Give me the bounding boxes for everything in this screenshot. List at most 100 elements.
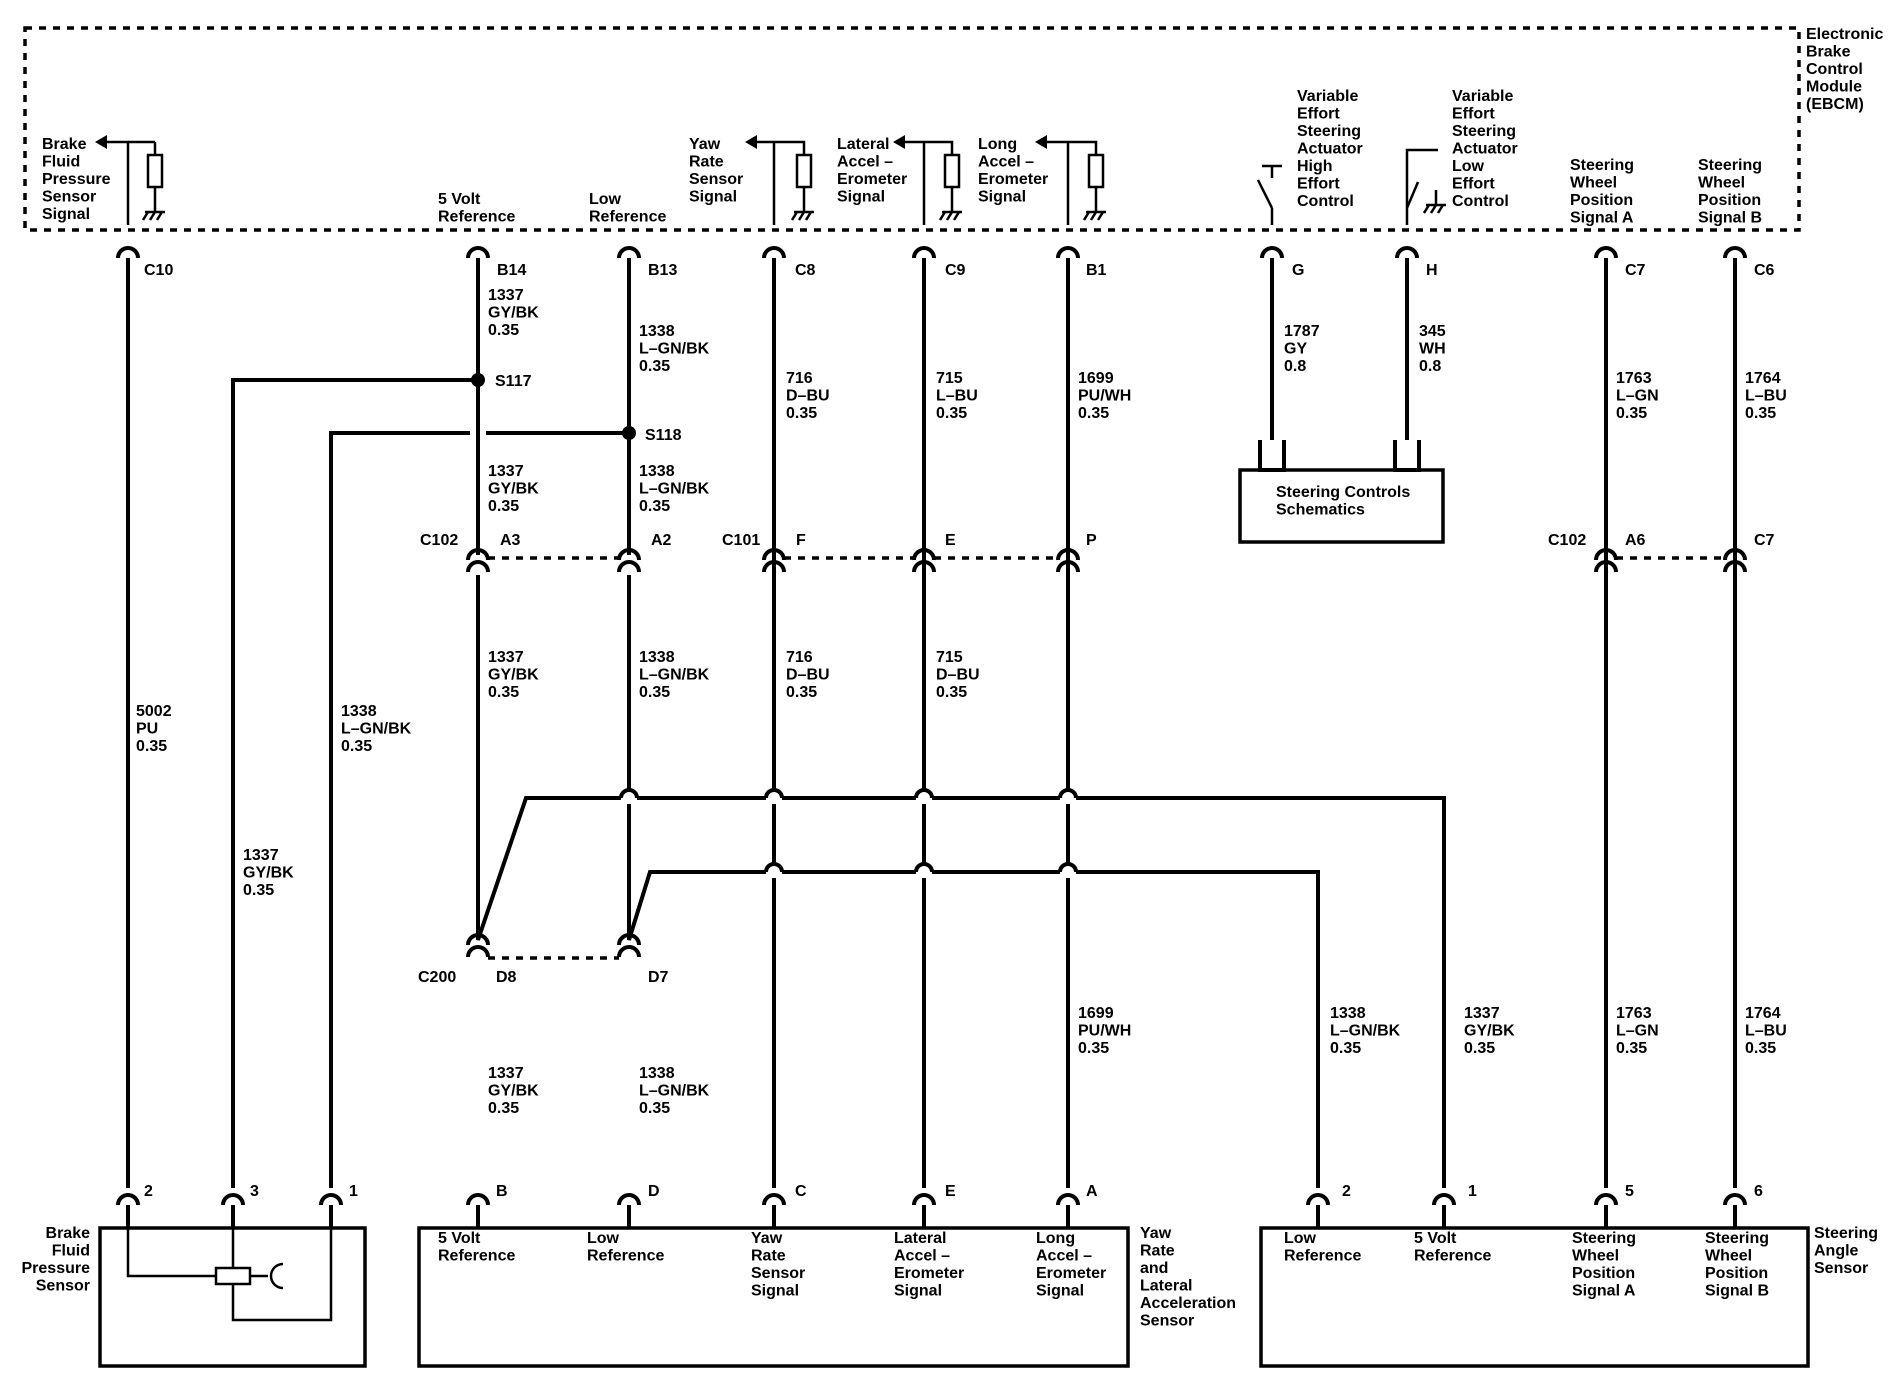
module-connector-cups (116, 246, 1747, 259)
label-line: Sensor (42, 189, 96, 206)
label-line: 0.35 (341, 738, 372, 755)
label-line: 1763 (1616, 370, 1652, 387)
label-line: 1337 (243, 847, 279, 864)
label-line: GY (1284, 341, 1307, 358)
label-line: Reference (1284, 1248, 1361, 1265)
label-line: Erometer (894, 1265, 964, 1282)
connector-c101-pin-e: E (945, 532, 956, 549)
label-line: L–BU (1745, 1023, 1787, 1040)
connector-c102-a-name: C102 (420, 532, 458, 549)
label-line: 0.35 (1745, 405, 1776, 422)
label-line: Erometer (837, 171, 907, 188)
label-line: WH (1419, 341, 1446, 358)
cavity-b13: B13 (648, 262, 677, 279)
label-line: 0.8 (1284, 358, 1306, 375)
low-effort-switch-icon (1405, 148, 1446, 225)
label-line: 0.35 (936, 684, 967, 701)
label-line: Sensor (689, 171, 743, 188)
label-line: Variable (1452, 88, 1513, 105)
brake-sensor-pin-3: 3 (250, 1183, 259, 1200)
label-line: Sensor (751, 1265, 805, 1282)
angle-sensor-pin-5: 5 (1625, 1183, 1634, 1200)
label-line: Signal A (1570, 210, 1634, 227)
label-line: High (1297, 158, 1333, 175)
label-line: Wheel (1705, 1248, 1752, 1265)
label-line: PU (136, 721, 158, 738)
label-line: Position (1698, 192, 1761, 209)
label-line: Lateral (1140, 1278, 1192, 1295)
label-line: Actuator (1297, 141, 1363, 158)
label-line: Effort (1297, 176, 1340, 193)
label-line: Signal (42, 206, 90, 223)
connector-c102-a-pin-a3: A3 (500, 532, 521, 549)
high-effort-switch-icon (1256, 164, 1282, 225)
circuit-1787-wire (1258, 258, 1286, 472)
steering-controls-reference-box (1238, 468, 1445, 544)
yaw-sensor-pin-a: A (1086, 1183, 1098, 1200)
label-line: Accel – (837, 154, 893, 171)
connector-c102-b-pin-c7: C7 (1754, 532, 1775, 549)
label-line: Reference (589, 209, 666, 226)
label-line: 1787 (1284, 323, 1320, 340)
label-line: Steering (1705, 1230, 1769, 1247)
label-line: Pressure (42, 171, 111, 188)
pressure-transducer-icon (126, 1228, 333, 1322)
label-line: PU/WH (1078, 388, 1131, 405)
label-line: GY/BK (488, 481, 539, 498)
label-line: 715 (936, 370, 963, 387)
label-line: Erometer (1036, 1265, 1106, 1282)
label-line: 0.8 (1419, 358, 1441, 375)
label-line: Brake (1806, 44, 1851, 61)
label-line: Variable (1297, 88, 1358, 105)
connector-c101-name: C101 (722, 532, 760, 549)
label-line: L–GN/BK (639, 1083, 710, 1100)
splice-s118-dot (622, 426, 636, 440)
label-line: Rate (689, 154, 724, 171)
label-line: 1338 (639, 649, 675, 666)
steering-angle-sensor-box (1259, 1226, 1810, 1368)
label-line: 715 (936, 649, 963, 666)
label-line: Long (1036, 1230, 1075, 1247)
label-line: Control (1297, 193, 1354, 210)
label-line: Angle (1814, 1243, 1859, 1260)
label-line: GY/BK (488, 1083, 539, 1100)
label-line: 0.35 (1616, 405, 1647, 422)
label-line: D–BU (786, 388, 830, 405)
connector-c200-pin-d7: D7 (648, 969, 669, 986)
label-line: 1338 (341, 703, 377, 720)
label-line: 0.35 (1078, 1040, 1109, 1057)
connector-c200 (466, 933, 641, 960)
label-line: and (1140, 1260, 1168, 1277)
label-line: 1338 (1330, 1005, 1366, 1022)
label-line: 1764 (1745, 1005, 1781, 1022)
label-line: Effort (1297, 106, 1340, 123)
label-line: 0.35 (639, 684, 670, 701)
label-line: Rate (1140, 1243, 1175, 1260)
ebcm-module-boundary (23, 26, 1801, 232)
label-line: Long (978, 136, 1017, 153)
label-line: 345 (1419, 323, 1446, 340)
label-line: GY/BK (488, 305, 539, 322)
label-line: Accel – (1036, 1248, 1092, 1265)
cavity-b14: B14 (497, 262, 526, 279)
label-line: PU/WH (1078, 1023, 1131, 1040)
